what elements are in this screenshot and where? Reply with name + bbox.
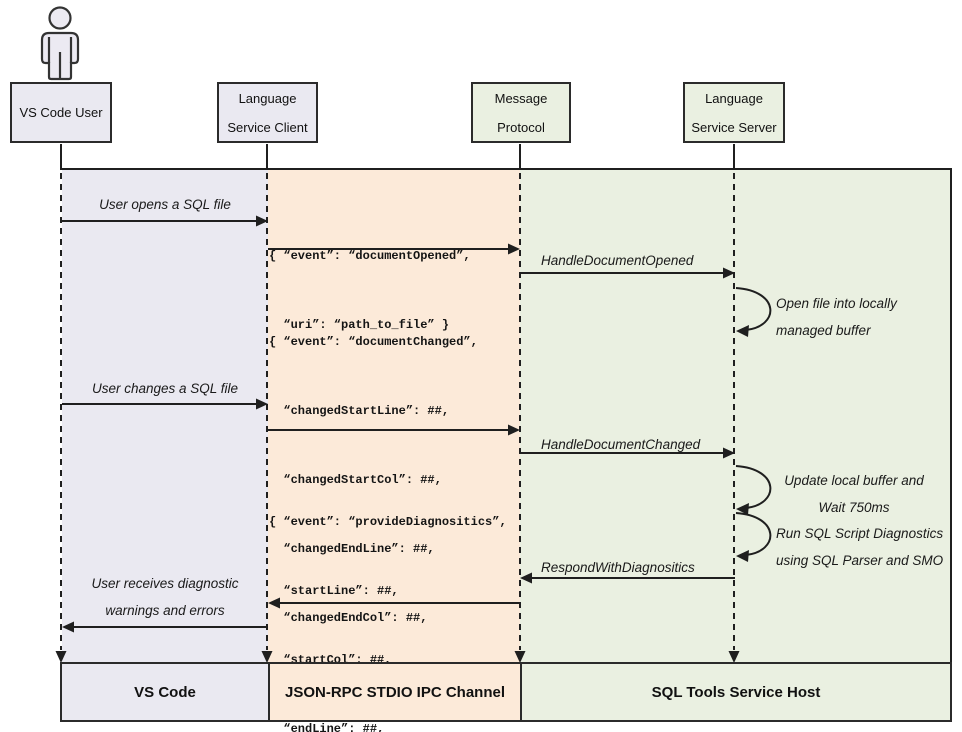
message-label-line: User receives diagnostic (91, 576, 239, 591)
ipc-line: “changedEndLine”: ##, (269, 542, 435, 556)
message-label-user-opens: User opens a SQL file (99, 197, 231, 212)
note-line: managed buffer (776, 323, 871, 338)
ipc-payload-provide-diagnostics: { “event”: “provideDiagnositics”, “start… (269, 465, 507, 732)
participant-message-protocol: Message Protocol (471, 82, 571, 143)
ipc-line: { “event”: “provideDiagnositics”, (269, 515, 507, 529)
note-line: Open file into locally (776, 296, 897, 311)
message-label-line: warnings and errors (105, 603, 225, 618)
note-update-buffer: Update local buffer and Wait 750ms (772, 467, 936, 521)
ipc-line: “changedStartCol”: ##, (269, 473, 442, 487)
participant-vscode-user: VS Code User (10, 82, 112, 143)
participant-label: Service Server (691, 119, 777, 135)
ipc-line: { “event”: “documentOpened”, (269, 249, 471, 263)
participant-label: Protocol (497, 119, 545, 135)
note-line: using SQL Parser and SMO (776, 553, 944, 568)
footer-label: VS Code (134, 683, 196, 701)
lane-ipc-channel (268, 170, 520, 662)
lane-vscode (62, 170, 268, 662)
participant-label: Message (494, 90, 548, 106)
participant-label: Service Client (227, 119, 308, 135)
footer-vscode: VS Code (60, 662, 270, 722)
ipc-line: “changedEndCol”: ##, (269, 611, 428, 625)
footer-service-host: SQL Tools Service Host (520, 662, 952, 722)
note-run-diagnostics: Run SQL Script Diagnostics using SQL Par… (776, 520, 943, 574)
message-label-handle-changed: HandleDocumentChanged (541, 437, 701, 452)
ipc-line: “startLine”: ##, (269, 584, 399, 598)
message-label-user-changes: User changes a SQL file (91, 381, 239, 396)
ipc-payload-document-opened: { “event”: “documentOpened”, “uri”: “pat… (269, 199, 471, 383)
message-label-handle-opened: HandleDocumentOpened (541, 253, 694, 268)
participant-label: VS Code User (19, 105, 103, 120)
ipc-line: “endLine”: ##, (269, 722, 385, 732)
participant-label: Language (238, 90, 297, 106)
footer-label: JSON-RPC STDIO IPC Channel (284, 683, 506, 701)
footer-label: SQL Tools Service Host (651, 683, 821, 701)
participant-language-service-client: Language Service Client (217, 82, 318, 143)
ipc-line: { “event”: “documentChanged”, (269, 335, 478, 349)
lane-service-host (520, 170, 952, 662)
footer-ipc-channel: JSON-RPC STDIO IPC Channel (268, 662, 522, 722)
participant-language-service-server: Language Service Server (683, 82, 785, 143)
note-open-buffer: Open file into locally managed buffer (776, 290, 897, 344)
ipc-line: “changedStartLine”: ##, (269, 404, 450, 418)
message-label-respond: RespondWithDiagnositics (541, 560, 695, 575)
message-label-user-receives: User receives diagnostic warnings and er… (62, 570, 268, 624)
note-line: Run SQL Script Diagnostics (776, 526, 944, 541)
note-line: Wait 750ms (818, 500, 890, 515)
participant-label: Language (705, 90, 763, 106)
note-line: Update local buffer and (784, 473, 924, 488)
ipc-line: “uri”: “path_to_file” } (269, 318, 450, 332)
